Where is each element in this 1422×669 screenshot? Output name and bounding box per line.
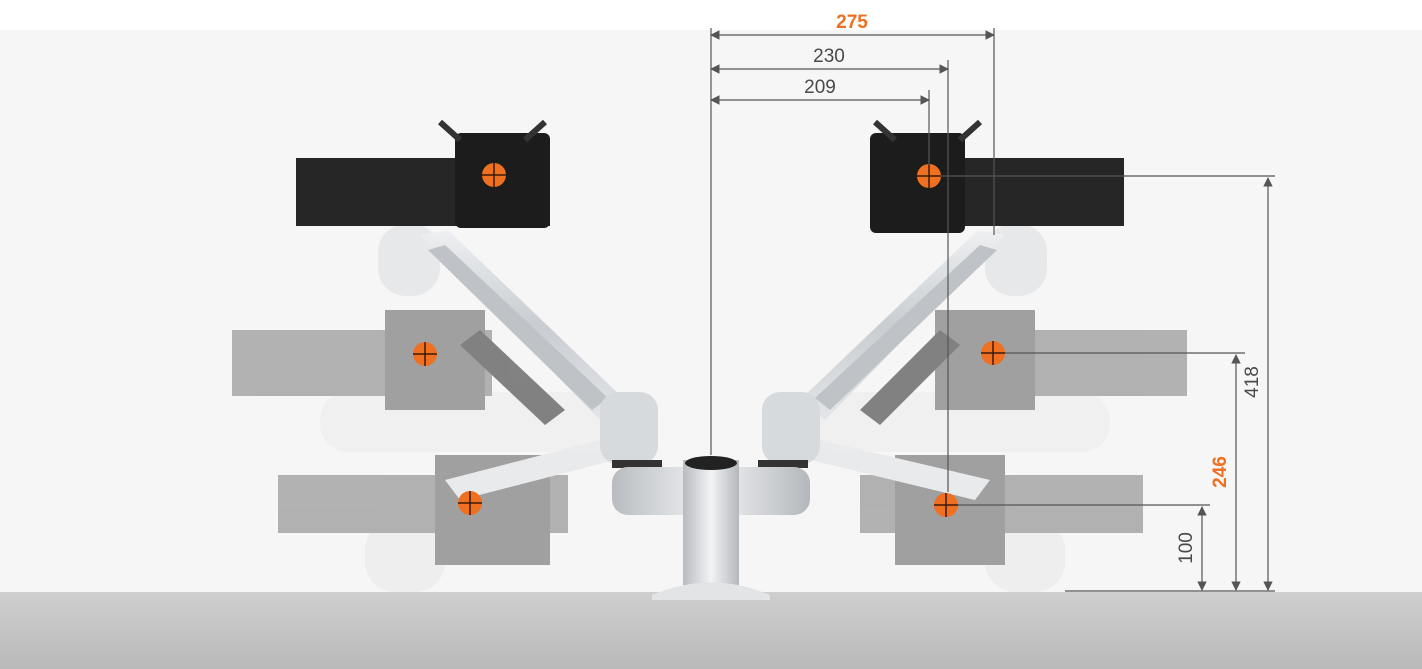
- right-arm-high-position: [800, 224, 1047, 420]
- right-arm-mid-position: [810, 310, 1187, 452]
- reach-dimensions: 275 230 209: [710, 12, 995, 492]
- height-min-label: 100: [1176, 532, 1197, 564]
- crosshair-circle-icon: [482, 163, 506, 187]
- right-monitor-high: [870, 119, 1124, 233]
- center-pole: [612, 456, 810, 600]
- left-arm-high-position: [378, 224, 625, 420]
- crosshair-circle-icon: [458, 491, 482, 515]
- height-mid-label: 246: [1210, 456, 1231, 488]
- reach-max-label: 275: [836, 12, 868, 33]
- height-max-label: 418: [1242, 366, 1263, 398]
- crosshair-circle-icon: [981, 341, 1005, 365]
- height-dimensions: 418 246 100: [941, 175, 1275, 592]
- reach-min-label: 209: [804, 77, 836, 98]
- left-arm-low-position: [278, 440, 615, 592]
- left-elbow-joint: [600, 392, 662, 468]
- right-arm-low-position: [810, 440, 1143, 592]
- reach-mid-label: 230: [813, 46, 845, 67]
- desk-surface: [0, 592, 1422, 669]
- crosshair-circle-icon: [413, 342, 437, 366]
- crosshair-circle-icon: [917, 164, 941, 188]
- crosshair-circle-icon: [934, 493, 958, 517]
- left-arm-mid-position: [232, 310, 620, 452]
- right-elbow-joint: [758, 392, 820, 468]
